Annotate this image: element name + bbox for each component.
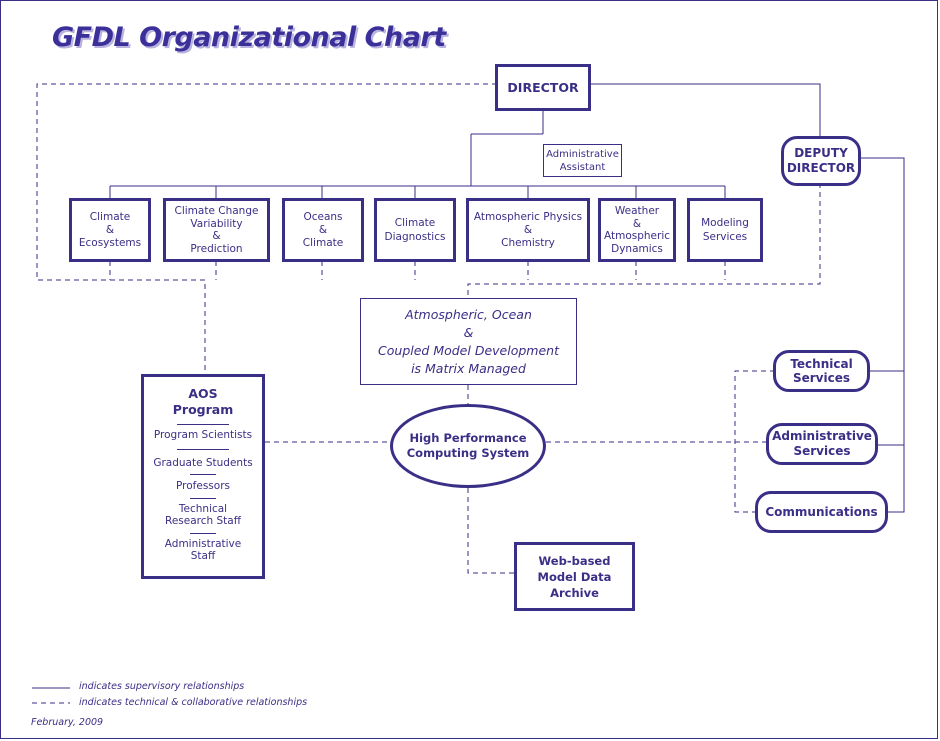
matrix-managed-box: Atmospheric, Ocean & Coupled Model Devel… [360,298,577,385]
director-dashed-loop [36,83,497,374]
aos-item: Administrative Staff [164,537,242,563]
division-box-atmospheric-physics: Atmospheric Physics & Chemistry [466,198,590,262]
aos-item: Program Scientists [153,429,253,441]
division-line: Variability [190,217,243,230]
aos-title-1: AOS [188,386,218,401]
archive-label-1: Web-based [538,553,611,568]
division-line: Oceans [303,210,343,223]
director-to-deputy-line [590,83,821,136]
aos-item: Graduate Students [153,456,253,469]
division-line: Chemistry [501,236,555,249]
administrative-services-box: Administrative Services [766,423,878,465]
archive-box: Web-based Model Data Archive [514,542,635,611]
division-line: Atmospheric [603,230,671,242]
division-line: Climate Change [174,205,259,217]
aos-divider [190,532,216,534]
division-drops [109,186,726,198]
division-line: Modeling [701,217,749,229]
matrix-line: is Matrix Managed [411,360,526,376]
division-line: Climate [394,217,436,229]
matrix-line: Atmospheric, Ocean [405,306,532,322]
division-line: Climate [302,236,344,249]
aos-divider [190,497,216,499]
service-line: Administrative [772,429,872,443]
chart-title: GFDL Organizational Chart [52,22,446,53]
aos-divider [177,448,229,450]
division-box-oceans-climate: Oceans & Climate [282,198,364,262]
division-line: Weather [614,205,660,217]
admin-assistant-label-2: Assistant [559,161,606,173]
deputy-director-label-1: DEPUTY [794,146,848,160]
services-dashed-bracket [734,370,775,513]
aos-item: Professors [176,480,230,492]
aos-item: Technical Research Staff [165,502,241,528]
deputy-dashed-line [467,183,821,298]
matrix-line: & [463,324,474,340]
hpcs-label-1: High Performance [409,431,527,445]
communications-box: Communications [755,491,888,533]
division-line: & [523,223,533,236]
aos-divider [177,424,229,425]
chart-date: February, 2009 [31,717,104,728]
deputy-to-services-line [856,157,905,513]
legend-dashed-text: indicates technical & collaborative rela… [79,697,308,708]
service-line: Services [793,444,851,458]
division-line: Climate [89,210,131,223]
division-box-weather-dynamics: Weather & Atmospheric Dynamics [598,198,676,262]
division-line: & [318,223,328,236]
aos-divider [190,474,216,475]
division-line: Services [702,231,748,243]
archive-label-3: Archive [550,585,599,600]
admin-assistant-box: Administrative Assistant [543,144,622,177]
service-line: Communications [765,505,878,519]
division-line: Dynamics [611,242,663,255]
division-box-climate-change: Climate Change Variability & Prediction [163,198,270,262]
hpcs-to-archive-dashed [467,488,514,574]
hpcs-ellipse: High Performance Computing System [390,404,546,488]
division-line: & [212,230,221,242]
director-box: DIRECTOR [495,64,591,111]
matrix-line: Coupled Model Development [378,342,559,358]
director-label: DIRECTOR [507,80,579,95]
division-box-climate-ecosystems: Climate & Ecosystems [69,198,151,262]
legend-solid-text: indicates supervisory relationships [79,681,245,692]
deputy-director-label-2: DIRECTOR [786,161,856,175]
division-line: & [105,223,115,236]
division-line: Prediction [190,242,243,255]
service-line: Services [792,371,851,385]
technical-services-box: Technical Services [773,350,870,392]
bar-to-divisions-line [470,133,543,186]
division-dashed-drops [109,261,726,280]
aos-program-box: AOS Program Program Scientists Graduate … [141,374,265,579]
archive-label-2: Model Data [537,569,612,584]
division-line: & [632,217,642,230]
service-line: Technical [790,357,853,371]
aos-title-2: Program [172,402,234,417]
deputy-director-box: DEPUTY DIRECTOR [781,136,861,186]
division-line: Atmospheric Physics [473,210,583,223]
hpcs-label-2: Computing System [406,446,530,460]
division-box-climate-diagnostics: Climate Diagnostics [374,198,456,262]
division-line: Ecosystems [78,236,142,249]
division-box-modeling-services: Modeling Services [687,198,763,262]
admin-assistant-label-1: Administrative [546,148,619,160]
division-line: Diagnostics [384,231,446,243]
